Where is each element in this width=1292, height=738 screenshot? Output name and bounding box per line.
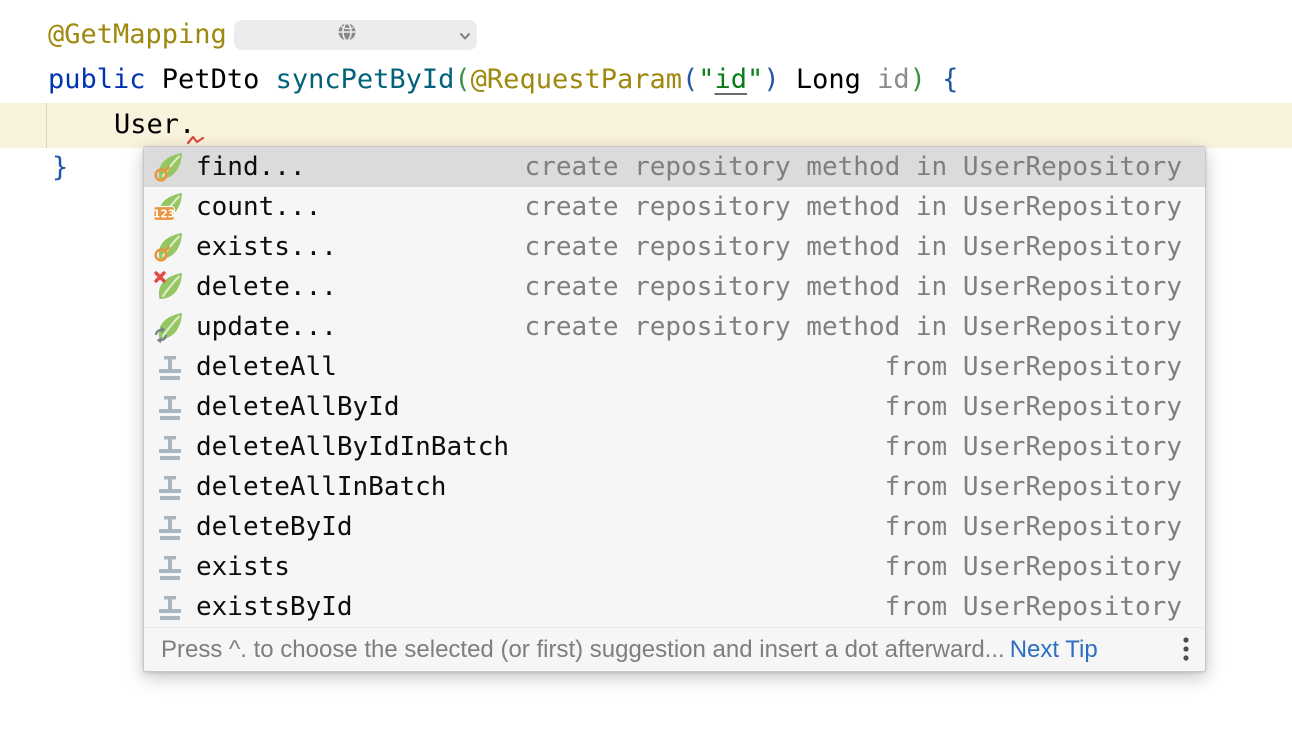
- completion-item[interactable]: deleteAll from UserRepository: [144, 347, 1205, 387]
- repository-method-icon: [153, 430, 187, 464]
- completion-item-desc: from UserRepository: [884, 472, 1182, 502]
- caret-squiggle-icon: [186, 131, 206, 150]
- spring-delete-icon: [153, 270, 187, 304]
- url-mapping-inlay[interactable]: [233, 20, 477, 50]
- completion-item-desc: from UserRepository: [884, 432, 1182, 462]
- repository-method-icon: [153, 470, 187, 504]
- return-type: PetDto: [161, 64, 276, 95]
- spring-exists-icon: [153, 230, 187, 264]
- keyword-public: public: [48, 64, 162, 95]
- completion-item[interactable]: deleteAllInBatch from UserRepository: [144, 467, 1205, 507]
- string-id-value: id: [714, 64, 748, 95]
- spring-find-icon: [153, 150, 187, 184]
- code-line-signature: public PetDto syncPetById(@RequestParam(…: [48, 58, 958, 102]
- completion-popup: find... create repository method in UserR…: [143, 146, 1206, 672]
- completion-item-label: existsById: [196, 592, 353, 622]
- paren-close-outer: ): [909, 64, 926, 95]
- paren-open-outer: (: [454, 64, 471, 95]
- completion-item-label: deleteAllInBatch: [196, 472, 447, 502]
- footer-hint-text: Press ^. to choose the selected (or firs…: [161, 635, 1005, 663]
- kebab-menu-icon[interactable]: [1182, 635, 1190, 665]
- completion-item-label: find...: [196, 152, 306, 182]
- completion-item-desc: create repository method in UserReposito…: [524, 312, 1182, 342]
- completion-item-label: exists...: [196, 232, 337, 262]
- globe-icon: [239, 0, 359, 101]
- gutter-separator: [46, 103, 47, 148]
- svg-text:123: 123: [153, 209, 175, 221]
- repository-method-icon: [153, 590, 187, 624]
- completion-item-desc: from UserRepository: [884, 512, 1182, 542]
- completion-list: find... create repository method in UserR…: [144, 147, 1205, 627]
- annotation-requestparam: @RequestParam: [470, 64, 682, 95]
- completion-item-desc: from UserRepository: [884, 352, 1182, 382]
- completion-item-label: count...: [196, 192, 322, 222]
- completion-item[interactable]: deleteAllById from UserRepository: [144, 387, 1205, 427]
- completion-item[interactable]: deleteById from UserRepository: [144, 507, 1205, 547]
- string-quote-close: ": [747, 64, 764, 95]
- method-name: syncPetById: [275, 64, 455, 95]
- next-tip-link[interactable]: Next Tip: [1009, 635, 1098, 663]
- string-quote-open: ": [698, 64, 715, 95]
- completion-item[interactable]: exists from UserRepository: [144, 547, 1205, 587]
- completion-item-label: deleteById: [196, 512, 353, 542]
- completion-item[interactable]: existsById from UserRepository: [144, 587, 1205, 627]
- completion-item-label: deleteAll: [196, 352, 337, 382]
- chevron-down-icon: [360, 0, 472, 101]
- completion-item[interactable]: exists... create repository method in Use…: [144, 227, 1205, 267]
- completion-item-desc: from UserRepository: [884, 552, 1182, 582]
- repository-method-icon: [153, 510, 187, 544]
- code-line-annotation: @GetMapping: [48, 13, 477, 57]
- annotation-getmapping: @GetMapping: [48, 19, 227, 50]
- repository-method-icon: [153, 390, 187, 424]
- completion-item-label: delete...: [196, 272, 337, 302]
- spring-count-icon: 123: [153, 190, 187, 224]
- repository-method-icon: [153, 350, 187, 384]
- spring-update-icon: [153, 310, 187, 344]
- completion-item-desc: create repository method in UserReposito…: [524, 232, 1182, 262]
- completion-item[interactable]: 123 count... create repository method in U…: [144, 187, 1205, 227]
- paren-open-inner: (: [682, 64, 699, 95]
- completion-item-label: update...: [196, 312, 337, 342]
- completion-item-desc: create repository method in UserReposito…: [524, 272, 1182, 302]
- completion-item-desc: from UserRepository: [884, 592, 1182, 622]
- completion-item-desc: create repository method in UserReposito…: [524, 152, 1182, 182]
- code-line-user-dot[interactable]: User.: [114, 109, 196, 140]
- code-line-closing-brace: }: [52, 152, 69, 183]
- param-type: Long: [779, 64, 878, 95]
- param-name-unused: id: [877, 64, 910, 95]
- brace-open: {: [925, 64, 959, 95]
- completion-item[interactable]: update... create repository method in Use…: [144, 307, 1205, 347]
- completion-item[interactable]: find... create repository method in UserR…: [144, 147, 1205, 187]
- completion-footer: Press ^. to choose the selected (or firs…: [144, 627, 1205, 671]
- completion-item-label: exists: [196, 552, 290, 582]
- completion-item-desc: from UserRepository: [884, 392, 1182, 422]
- completion-item[interactable]: deleteAllByIdInBatch from UserRepository: [144, 427, 1205, 467]
- completion-item-desc: create repository method in UserReposito…: [524, 192, 1182, 222]
- completion-item-label: deleteAllByIdInBatch: [196, 432, 510, 462]
- completion-item-label: deleteAllById: [196, 392, 400, 422]
- paren-close-inner: ): [763, 64, 780, 95]
- repository-method-icon: [153, 550, 187, 584]
- completion-item[interactable]: delete... create repository method in Use…: [144, 267, 1205, 307]
- caret-line-highlight: [0, 103, 1292, 148]
